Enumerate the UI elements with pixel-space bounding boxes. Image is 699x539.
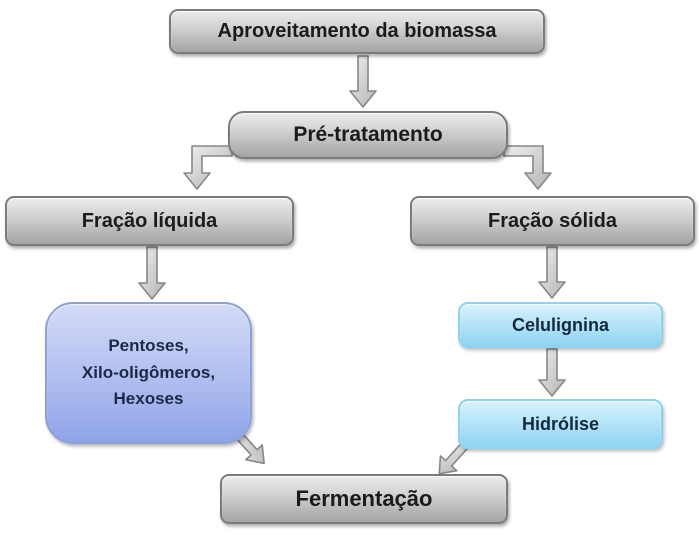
node-label: Aproveitamento da biomassa: [217, 20, 497, 42]
arrow-fracao-solida-to-celulignina: [538, 246, 566, 299]
node-label: Hidrólise: [521, 413, 600, 434]
node-aproveitamento-da-biomassa: Aproveitamento da biomassa: [169, 9, 545, 54]
node-label: Fração líquida: [81, 209, 218, 232]
node-celulignina: Celulignina: [458, 302, 663, 348]
arrow-fracao-liquida-to-pentoses: [138, 246, 166, 300]
node-label-line2: Xilo-oligômeros,: [81, 362, 216, 382]
arrow-elbow-pretratamento-to-fracao-solida: [503, 145, 552, 190]
node-pre-tratamento: Pré-tratamento: [228, 111, 508, 159]
node-label-line3: Hexoses: [113, 389, 184, 409]
node-hidrolise: Hidrólise: [458, 399, 663, 449]
node-label: Fração sólida: [488, 209, 617, 232]
arrow-biomassa-to-pretratamento: [349, 55, 377, 108]
node-label-line1: Pentoses,: [108, 336, 189, 356]
node-fracao-solida: Fração sólida: [410, 196, 695, 246]
arrow-hidrolise-to-fermentacao: [438, 440, 470, 475]
node-fracao-liquida: Fração líquida: [5, 196, 294, 246]
arrow-elbow-pretratamento-to-fracao-liquida: [183, 145, 233, 190]
node-label: Celulignina: [511, 314, 609, 335]
node-fermentacao: Fermentação: [220, 474, 508, 524]
node-label: Fermentação: [295, 486, 433, 511]
arrow-celulignina-to-hidrolise: [538, 348, 566, 397]
node-pentoses-xilo-oligomeros-hexoses: Pentoses, Xilo-oligômeros, Hexoses: [45, 302, 252, 444]
node-label: Pré-tratamento: [293, 123, 443, 146]
